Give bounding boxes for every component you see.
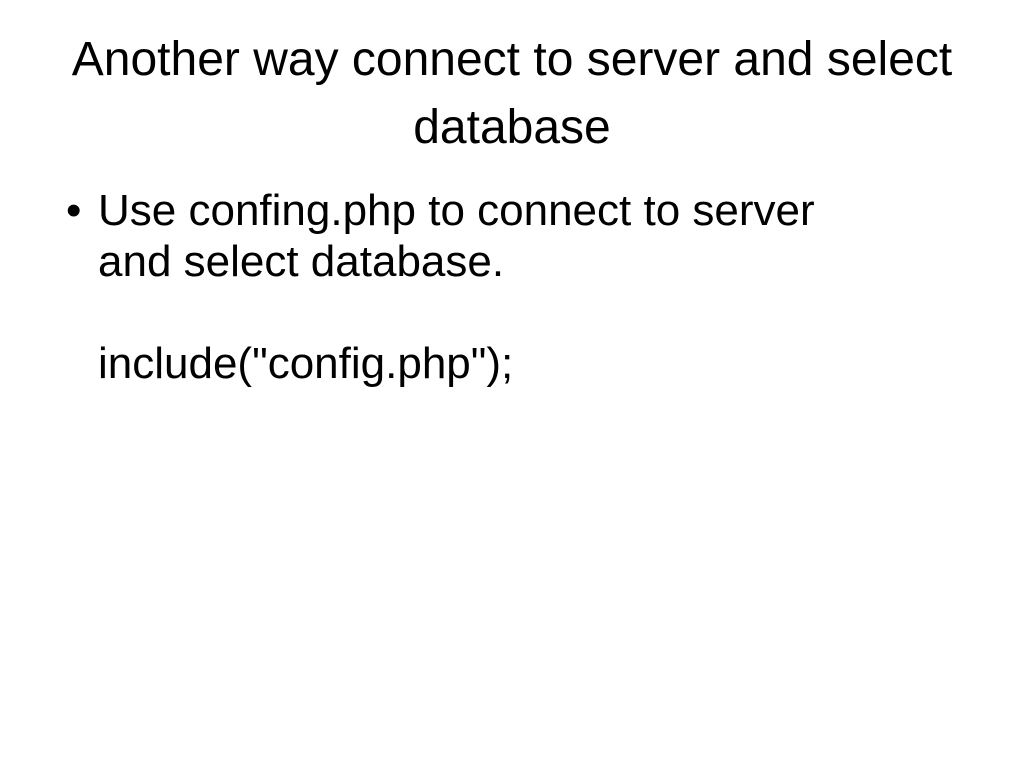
list-item: • Use confing.php to connect to server a… (60, 185, 890, 287)
bullet-dot-icon: • (66, 186, 82, 235)
blank-line (60, 287, 940, 338)
code-line: include("config.php"); (98, 339, 514, 388)
list-item-text: Use confing.php to connect to server and… (98, 186, 815, 286)
slide-body: • Use confing.php to connect to server a… (60, 185, 940, 389)
page-title: Another way connect to server and select… (71, 33, 966, 154)
